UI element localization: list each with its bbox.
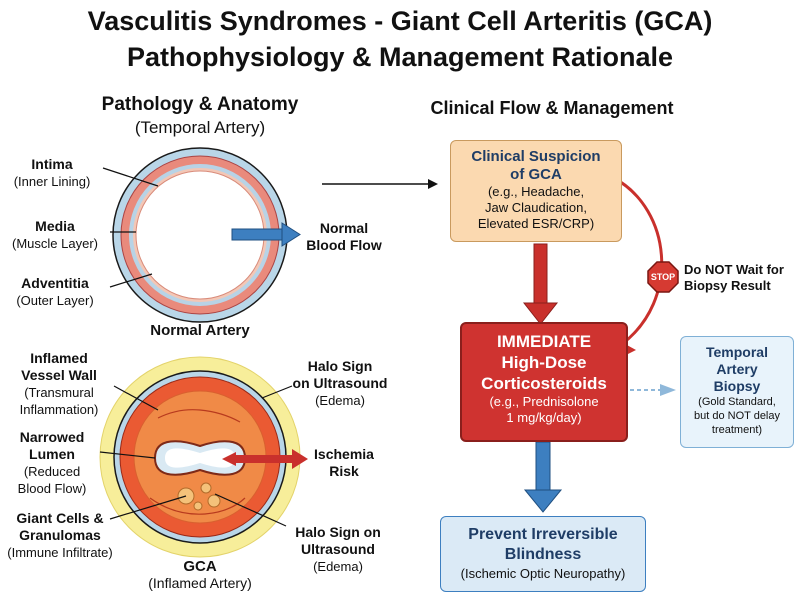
giant-cells-label: Giant Cells & Granulomas (Immune Infiltr…	[7, 510, 113, 560]
main-title-line-1: Vasculitis Syndromes - Giant Cell Arteri…	[87, 6, 713, 36]
halo-sign-top-label: Halo Sign on Ultrasound (Edema)	[292, 358, 388, 408]
pathology-subheading: (Temporal Artery)	[134, 118, 266, 137]
gca-artery-illustration	[99, 356, 301, 558]
normal-flow-arrow	[231, 222, 301, 247]
clinical-suspicion-box: Clinical Suspicion of GCA (e.g., Headach…	[450, 140, 622, 242]
normal-leader-lines	[102, 167, 159, 288]
pathology-heading: Pathology & Anatomy	[101, 94, 299, 115]
normal-artery-illustration	[112, 147, 288, 323]
adventitia-label: Adventitia (Outer Layer)	[16, 275, 94, 308]
steroids-to-prevent-arrow	[523, 441, 563, 513]
halo-sign-bottom-label: Halo Sign on Ultrasound (Edema)	[295, 524, 381, 574]
clinical-heading: Clinical Flow & Management	[430, 98, 674, 118]
do-not-wait-label: Do NOT Wait for Biopsy Result	[684, 262, 784, 293]
inflamed-vessel-wall-label: Inflamed Vessel Wall (Transmural Inflamm…	[19, 350, 99, 417]
media-label: Media (Muscle Layer)	[12, 218, 98, 251]
prevent-blindness-box: Prevent Irreversible Blindness (Ischemic…	[440, 516, 646, 592]
intima-label: Intima (Inner Lining)	[13, 156, 91, 189]
stop-sign-text: STOP	[650, 272, 676, 282]
gca-leader-lines	[99, 385, 293, 527]
narrowed-lumen-label: Narrowed Lumen (Reduced Blood Flow)	[17, 429, 87, 496]
corticosteroids-box: IMMEDIATE High-Dose Corticosteroids (e.g…	[460, 322, 628, 442]
steroids-to-biopsy-dashed-arrow	[630, 384, 676, 396]
temporal-artery-biopsy-box: Temporal Artery Biopsy (Gold Standard, b…	[680, 336, 794, 448]
gca-caption: GCA (Inflamed Artery)	[148, 558, 252, 591]
suspicion-to-steroids-arrow	[522, 243, 559, 325]
normal-artery-caption: Normal Artery	[150, 322, 250, 339]
stop-sign-icon	[647, 261, 679, 293]
ischemia-arrow	[222, 449, 308, 469]
main-title-line-2: Pathophysiology & Management Rationale	[126, 42, 674, 72]
ischemia-risk-label: Ischemia Risk	[314, 446, 374, 479]
normal-blood-flow-label: Normal Blood Flow	[306, 220, 382, 253]
